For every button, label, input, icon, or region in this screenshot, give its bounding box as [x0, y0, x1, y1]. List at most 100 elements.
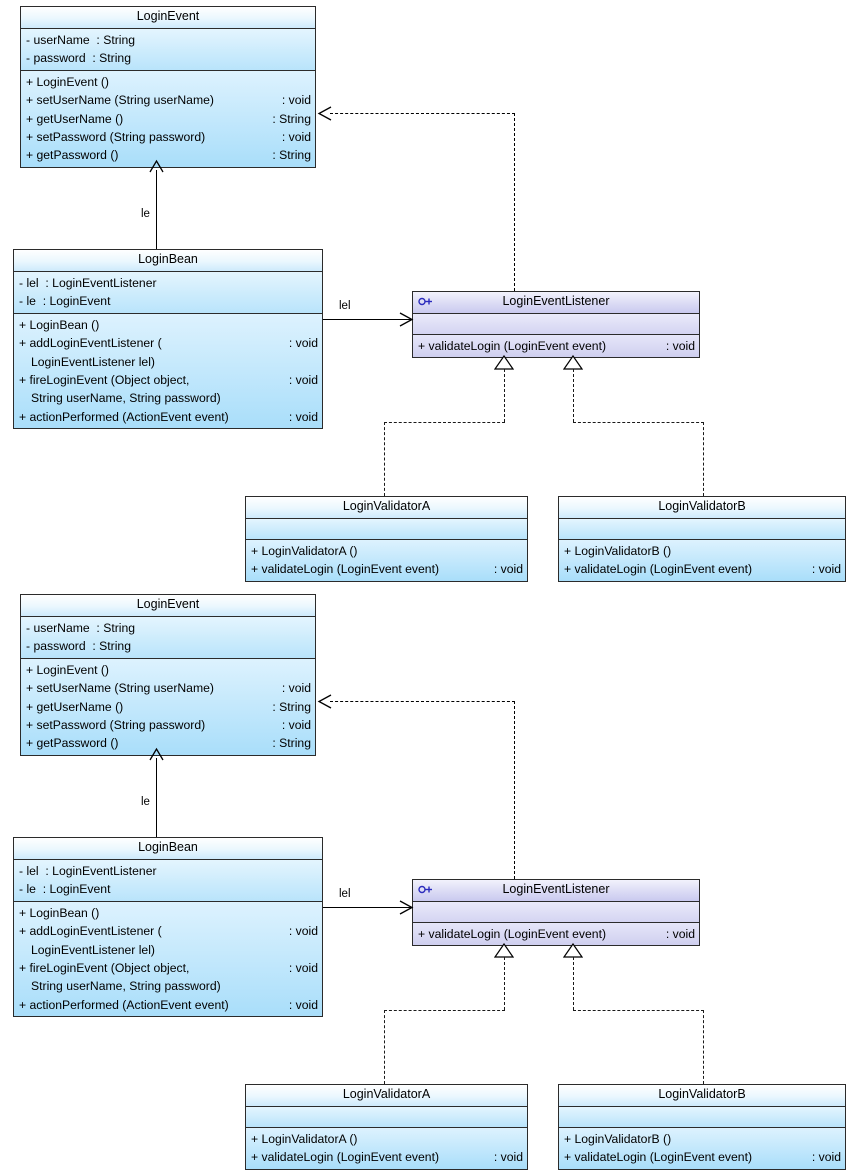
class-name-text: LoginValidatorA	[342, 499, 431, 513]
return-type: : void	[288, 409, 318, 424]
uml-class-login-bean[interactable]: LoginBean- lel : LoginEventListener- le …	[13, 249, 323, 430]
attribute-row: - userName : String	[26, 621, 136, 635]
return-type: : void	[281, 129, 311, 144]
return-type: : void	[288, 336, 318, 351]
operation-row: + setUserName (String userName): void	[21, 91, 315, 109]
attribute-row: - le : LoginEvent	[19, 882, 111, 897]
return-type: : String	[272, 111, 311, 126]
return-type: : void	[288, 372, 318, 387]
realization-b-vertical-lower	[703, 1010, 704, 1084]
uml-class-login-event[interactable]: LoginEvent - userName : String- password …	[20, 594, 316, 756]
return-type: : void	[288, 997, 318, 1012]
return-type: : String	[272, 699, 311, 714]
operation-row: + fireLoginEvent (Object object,: void	[14, 959, 322, 977]
operation-row: + validateLogin (LoginEvent event): void	[246, 560, 527, 578]
return-type: : void	[811, 562, 841, 577]
attributes-compartment: - userName : String- password : String	[21, 617, 315, 659]
operation-row: + getPassword (): String	[21, 734, 315, 752]
uml-class-login-validator-a[interactable]: LoginValidatorA + LoginValidatorA ()+ val…	[245, 496, 528, 582]
operations-compartment: + LoginValidatorB ()+ validateLogin (Log…	[559, 540, 845, 581]
operation-row: + fireLoginEvent (Object object,: void	[14, 371, 322, 389]
class-title-login-validator-a: LoginValidatorA	[246, 497, 527, 519]
dependency-listener-to-event-vertical	[514, 113, 515, 291]
empty-compartment	[413, 316, 699, 332]
class-name-text: LoginValidatorA	[342, 1087, 431, 1101]
operation-row: String userName, String password)	[31, 979, 221, 994]
class-name-text: LoginEvent	[136, 597, 200, 611]
return-type: : String	[272, 736, 311, 751]
attribute-row: - userName : String	[26, 33, 136, 47]
realization-b-horizontal	[573, 1010, 704, 1011]
operation-row: + setPassword (String password): void	[21, 128, 315, 146]
uml-class-login-event-listener[interactable]: LoginEventListener + validateLogin (Login…	[412, 879, 700, 947]
class-title-login-validator-a: LoginValidatorA	[246, 1085, 527, 1107]
interface-lollipop-icon	[417, 883, 435, 896]
connector-bean-to-event-line	[156, 170, 158, 249]
class-name-text: LoginEvent	[136, 9, 200, 23]
attribute-row: - le : LoginEvent	[19, 294, 111, 309]
uml-class-login-validator-b[interactable]: LoginValidatorB+ LoginValidatorB ()+ val…	[558, 496, 846, 582]
attributes-compartment: - userName : String - password : String	[21, 29, 315, 71]
realization-b-horizontal	[573, 422, 704, 423]
hollow-triangle-validatorb	[563, 355, 583, 370]
operations-compartment: + LoginEvent () + setUserName (String use…	[21, 70, 315, 167]
class-name-text: LoginEventListener	[502, 882, 610, 896]
empty-compartment	[413, 904, 699, 920]
uml-class-login-event[interactable]: LoginEvent- userName : String - password …	[20, 6, 316, 168]
class-name-text: LoginEventListener	[502, 294, 610, 308]
realization-b-vertical-upper	[573, 957, 574, 1010]
operations-compartment: + LoginValidatorA ()+ validateLogin (Log…	[246, 540, 527, 581]
return-type: : void	[281, 93, 311, 108]
attributes-compartment	[559, 519, 845, 540]
uml-class-login-event-listener[interactable]: LoginEventListener+ validateLogin (Login…	[412, 291, 700, 359]
empty-compartment	[559, 1109, 845, 1125]
operation-row: LoginEventListener lel)	[31, 354, 155, 369]
realization-b-vertical-upper	[573, 369, 574, 422]
empty-compartment	[246, 1109, 527, 1125]
operation-row: + validateLogin (LoginEvent event): void	[413, 925, 699, 943]
hollow-triangle-validatora	[494, 355, 514, 370]
dependency-listener-to-event-horizontal	[330, 701, 515, 702]
return-type: : void	[811, 1150, 841, 1165]
attribute-row: - lel : LoginEventListener	[19, 864, 157, 878]
connector-label-lel: lel	[339, 300, 351, 312]
operation-row: + LoginBean ()	[19, 317, 100, 332]
return-type: : void	[281, 717, 311, 732]
dependency-listener-to-event-horizontal	[330, 113, 515, 114]
attributes-compartment: - lel : LoginEventListener- le : LoginEv…	[14, 272, 322, 314]
operation-row: + setUserName (String userName): void	[21, 679, 315, 697]
operation-row: + validateLogin (LoginEvent event): void	[559, 560, 845, 578]
operations-compartment: + LoginEvent ()+ setUserName (String use…	[21, 658, 315, 755]
return-type: : void	[281, 681, 311, 696]
class-diagram-copy-2: LoginEvent - userName : String- password …	[0, 588, 846, 1176]
open-arrow-bean-to-listener	[399, 900, 414, 915]
return-type: : void	[493, 562, 523, 577]
class-title-login-event: LoginEvent	[21, 7, 315, 29]
operation-row: + getUserName (): String	[21, 698, 315, 716]
attribute-row: - password : String	[26, 51, 131, 66]
uml-class-login-validator-b[interactable]: LoginValidatorB+ LoginValidatorB ()+ val…	[558, 1084, 846, 1170]
operation-row: + LoginBean ()	[19, 905, 100, 920]
realization-a-vertical-lower	[384, 422, 385, 496]
empty-compartment	[246, 521, 527, 537]
operation-row: String userName, String password)	[31, 391, 221, 406]
connector-label-le: le	[141, 796, 150, 808]
dependency-listener-to-event-vertical	[514, 701, 515, 879]
open-arrow-bean-to-event	[149, 159, 164, 173]
attributes-compartment	[246, 519, 527, 540]
operation-row: + LoginEvent ()	[26, 74, 109, 89]
uml-class-login-validator-a[interactable]: LoginValidatorA+ LoginValidatorA ()+ val…	[245, 1084, 528, 1170]
class-title-login-event: LoginEvent	[21, 595, 315, 617]
connector-label-lel: lel	[339, 888, 351, 900]
connector-label-le: le	[141, 208, 150, 220]
operation-row: + setPassword (String password): void	[21, 716, 315, 734]
operations-compartment: + LoginValidatorB ()+ validateLogin (Log…	[559, 1128, 845, 1169]
attributes-compartment	[246, 1107, 527, 1128]
interface-lollipop-icon	[417, 295, 435, 308]
attributes-compartment: - lel : LoginEventListener - le : LoginEv…	[14, 860, 322, 902]
return-type: : String	[272, 148, 311, 163]
attributes-compartment	[413, 902, 699, 923]
operation-row: + getUserName (): String	[21, 110, 315, 128]
return-type: : void	[288, 924, 318, 939]
uml-class-login-bean[interactable]: LoginBean- lel : LoginEventListener- le …	[13, 837, 323, 1018]
